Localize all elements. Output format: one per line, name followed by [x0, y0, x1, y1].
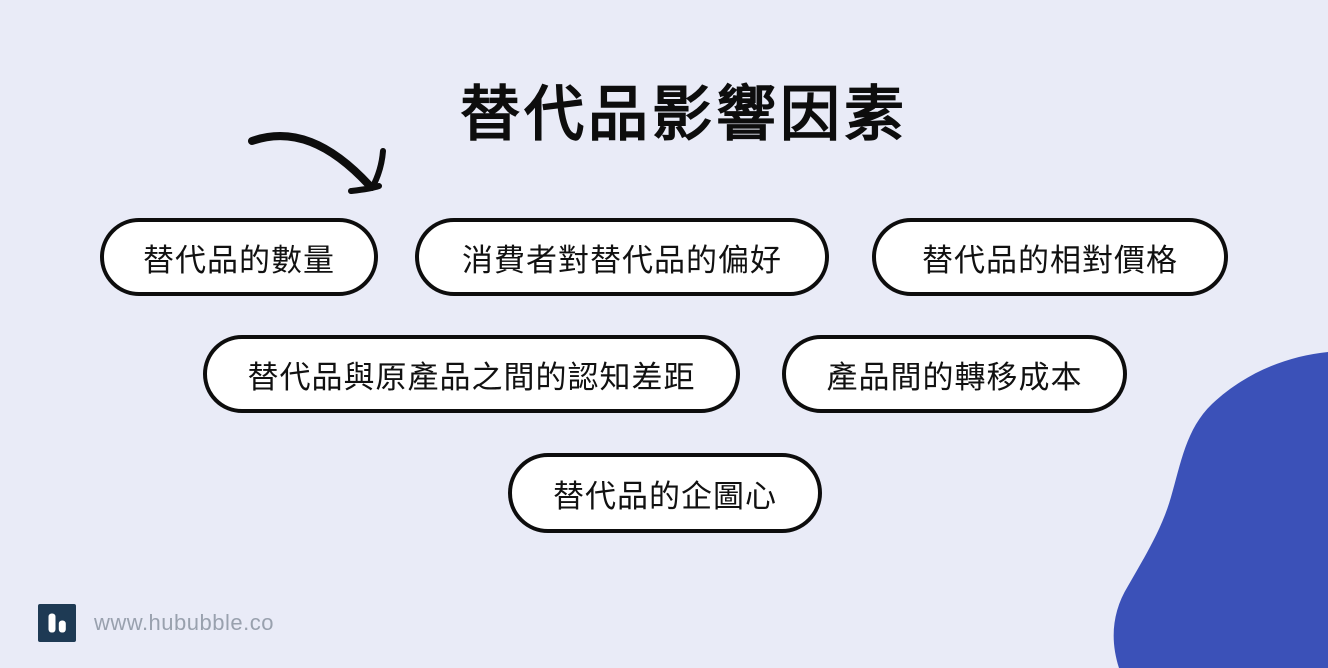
- factor-label: 替代品與原產品之間的認知差距: [247, 359, 696, 395]
- factor-pill-perception-gap: 替代品與原產品之間的認知差距: [203, 335, 740, 413]
- page-title: 替代品影響因素: [460, 81, 908, 148]
- factor-label: 產品間的轉移成本: [826, 359, 1083, 395]
- factor-label: 替代品的企圖心: [553, 478, 777, 514]
- factor-pill-switching-cost: 產品間的轉移成本: [782, 335, 1127, 413]
- hububble-logo-icon: [38, 604, 76, 642]
- factor-pill-consumer-preference: 消費者對替代品的偏好: [415, 218, 829, 296]
- factor-label: 替代品的數量: [143, 242, 335, 278]
- footer: www.hububble.co: [38, 604, 274, 642]
- factor-label: 消費者對替代品的偏好: [462, 242, 782, 278]
- factor-pill-relative-price: 替代品的相對價格: [872, 218, 1228, 296]
- website-url: www.hububble.co: [94, 610, 274, 635]
- factor-label: 替代品的相對價格: [922, 242, 1178, 278]
- factor-pill-quantity: 替代品的數量: [100, 218, 378, 296]
- factor-pill-ambition: 替代品的企圖心: [508, 453, 822, 533]
- corner-blob-shape: [1113, 352, 1328, 668]
